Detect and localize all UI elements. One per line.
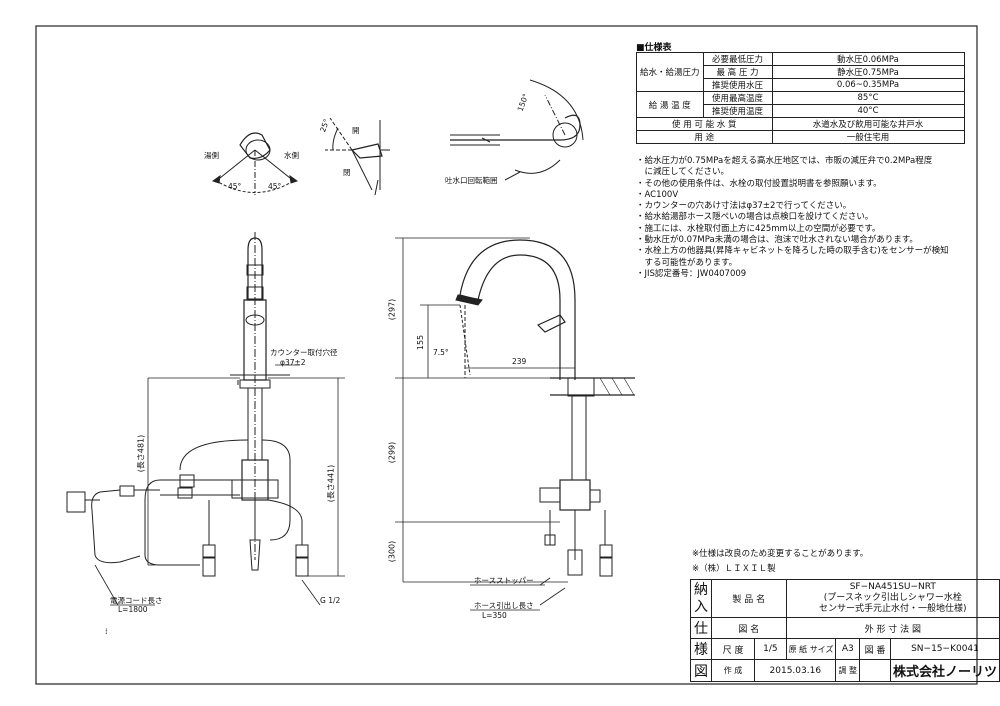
- label-counter-hole: カウンター取付穴径: [270, 348, 338, 357]
- spec-value: 一般住宅用: [771, 130, 965, 144]
- note-line: ・給水給湯部ホース隠ぺいの場合は点検口を設けてください。: [636, 212, 874, 223]
- spec-row: 推奨使用温度 40°C: [637, 104, 965, 118]
- spec-group-pressure: 給水・給湯圧力: [636, 52, 704, 92]
- note-line: する可能性があります。: [636, 257, 738, 268]
- scale-value: 1/5: [754, 638, 787, 660]
- product-name-cell: SF−NA451SU−NRT (プースネック引出しシャワー水栓 センサー式手元止…: [785, 579, 1000, 618]
- label-dim-297: (297): [387, 298, 397, 321]
- maker-note: ※（株）ＬＩＸＩＬ製: [692, 564, 776, 574]
- spec-row: 使 用 可 能 水 質 水道水及び飲用可能な井戸水: [636, 117, 965, 131]
- front-view-dimensions: [94, 364, 345, 606]
- adjust-label: 調 整: [835, 659, 861, 682]
- number-value: SN−15−K0041: [889, 638, 1000, 660]
- spec-value: 85°C: [771, 91, 965, 105]
- drawing-border: [35, 25, 978, 685]
- spec-label: 推奨使用水圧: [702, 78, 773, 92]
- label-dim-300: (300): [387, 540, 397, 563]
- title-side-char: 入: [693, 598, 708, 615]
- spec-label: 最 高 圧 力: [702, 65, 773, 79]
- spec-notes: ・給水圧力が0.75MPaを超える高水圧地区では、市販の減圧弁で0.2MPa程度…: [636, 156, 971, 280]
- label-dim-155: 155: [416, 334, 426, 351]
- note-line: ・AC100V: [636, 189, 679, 200]
- spec-label: 推奨使用温度: [702, 104, 773, 118]
- spec-value: 水道水及び飲用可能な井戸水: [771, 117, 965, 131]
- label-counter-hole-dim: φ37±2: [280, 358, 306, 367]
- spout-rotation-view: [450, 79, 584, 181]
- spec-label: 用 途: [636, 130, 773, 144]
- label-hose-pull-len: L=350: [482, 611, 507, 620]
- made-label: 作 成: [710, 659, 756, 682]
- product-desc: (プースネック引出しシャワー水栓: [823, 593, 962, 603]
- label-g-half: G 1/2: [320, 596, 341, 605]
- spec-table: 給水・給湯圧力 必要最低圧力 動水圧0.06MPa 最 高 圧 力 静水圧0.7…: [636, 52, 965, 144]
- label-dim-7-5: 7.5°: [433, 348, 449, 357]
- label-angle-45-left: 45°: [228, 182, 242, 191]
- faucet-side-view: [455, 239, 635, 577]
- label-dim-239: 239: [512, 357, 527, 366]
- spec-value: 動水圧0.06MPa: [771, 52, 965, 66]
- label-spout-rotation: 吐水口回転範囲: [445, 176, 498, 185]
- side-view-dimensions: [395, 237, 575, 611]
- spec-row: 給水・給湯圧力 必要最低圧力 動水圧0.06MPa: [636, 52, 965, 92]
- spec-value: 静水圧0.75MPa: [771, 65, 965, 79]
- drawing-label: 図 名: [710, 617, 787, 639]
- product-code: SF−NA451SU−NRT: [849, 582, 936, 592]
- drawing-name: 外 形 寸 法 図: [785, 617, 1000, 639]
- note-line: ・給水圧力が0.75MPaを超える高水圧地区では、市販の減圧弁で0.2MPa程度: [636, 156, 933, 166]
- title-side-char: 仕: [690, 617, 712, 639]
- note-line: ・その他の使用条件は、水栓の取付設置説明書を参照願います。: [636, 178, 882, 189]
- label-hot-side: 湯側: [204, 151, 219, 160]
- company-name: 株式会社ノーリツ: [889, 659, 1000, 682]
- spec-label: 使用最高温度: [702, 91, 773, 105]
- label-length-441: (長さ441): [326, 464, 336, 503]
- small-mark: ⁞: [105, 627, 108, 636]
- label-hose-pull: ホース引出し長さ: [474, 601, 534, 610]
- note-line: ・動水圧が0.07MPa未満の場合は、泡沫で吐水されない場合があります。: [636, 235, 918, 246]
- label-power-cord: 電源コード長さ: [110, 596, 163, 605]
- label-angle-45-right: 45°: [268, 182, 282, 191]
- paper-label: 原 紙 サイズ: [785, 638, 837, 660]
- label-hose-stopper: ホースストッパー: [474, 576, 534, 585]
- spec-value: 40°C: [771, 104, 965, 118]
- handle-top-view: [211, 132, 299, 195]
- note-line: ・カウンターの穴あけ寸法はφ37±2で行ってください。: [636, 201, 852, 212]
- faucet-front-view: [66, 232, 309, 577]
- spec-group-temp: 給 湯 温 度: [636, 91, 704, 118]
- change-note: ※仕様は改良のため変更することがあります。: [692, 549, 869, 559]
- title-side-char: 納: [693, 581, 708, 598]
- note-line: ・施工には、水栓取付面上方に425mm以上の空間が必要です。: [636, 223, 881, 234]
- made-date: 2015.03.16: [754, 659, 837, 682]
- title-block: 納 入 製 品 名 SF−NA451SU−NRT (プースネック引出しシャワー水…: [690, 579, 1000, 682]
- product-label: 製 品 名: [710, 579, 787, 618]
- product-desc: センサー式手元止水付・一般地仕様): [819, 604, 967, 614]
- label-close: 閉: [343, 168, 351, 177]
- title-side-char: 様: [690, 638, 712, 660]
- label-dim-299: (299): [387, 441, 397, 464]
- label-open: 開: [352, 126, 360, 135]
- number-label: 図 番: [859, 638, 891, 660]
- note-line: ・JIS認定番号：JW0407009: [636, 268, 747, 279]
- spec-value: 0.06~0.35MPa: [771, 78, 965, 92]
- spec-label: 必要最低圧力: [702, 52, 773, 66]
- title-side-chars: 納 入: [690, 579, 712, 618]
- note-line: ・水栓上方の他器具(昇降キャビネットを降ろした時の取手含む)をセンサーが検知: [636, 246, 949, 257]
- note-line: に減圧してください。: [636, 167, 730, 178]
- spec-label: 使 用 可 能 水 質: [636, 117, 773, 131]
- spec-title: ■仕様表: [636, 43, 672, 53]
- spec-row: 給 湯 温 度 使用最高温度 85°C: [636, 91, 965, 118]
- scale-label: 尺 度: [710, 638, 756, 660]
- spec-row: 用 途 一般住宅用: [636, 130, 965, 144]
- title-side-char: 図: [690, 659, 712, 682]
- label-length-481: (長さ481): [136, 434, 146, 473]
- label-water-side: 水側: [284, 151, 299, 160]
- label-power-cord-len: L=1800: [118, 605, 148, 614]
- handle-side-view: [325, 117, 390, 196]
- paper-value: A3: [835, 638, 861, 660]
